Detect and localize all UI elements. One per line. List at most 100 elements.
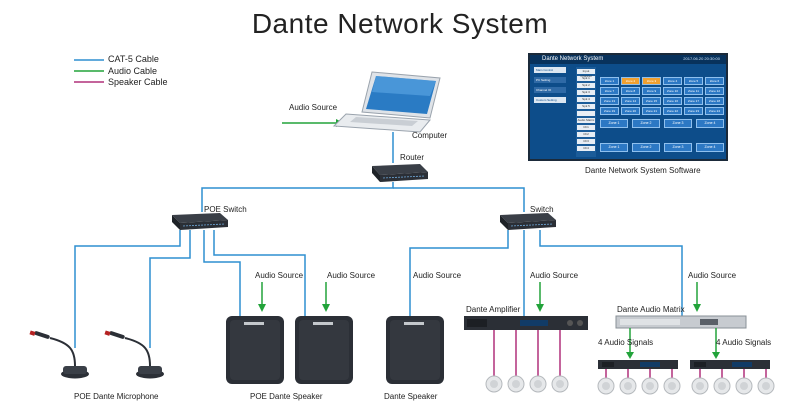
software-list-item: Spk 2 [577, 83, 595, 88]
software-zone-button: Zone 3 [664, 119, 692, 128]
ceiling-speaker-icon [663, 377, 681, 395]
arrow-icon [536, 304, 544, 312]
router-label: Router [400, 153, 425, 162]
software-list-item: Spk 5 [577, 104, 595, 109]
cat5-poe-mic1 [74, 230, 181, 348]
arrow-icon [258, 304, 266, 312]
computer-label: Computer [412, 131, 448, 140]
software-sidebar-item: Channel IO [534, 87, 566, 93]
cat5-poe-mic2 [149, 230, 191, 348]
software-zone-button: Zone 1 [600, 77, 619, 85]
arrow-icon [693, 304, 701, 312]
software-zone-button: Zone 5 [684, 77, 703, 85]
speaker-icon [386, 316, 444, 384]
software-titlebar: Dante Network System 2017.06.20 20:30:00 [530, 55, 726, 64]
cat5-switch-matrix [539, 230, 683, 316]
software-list-item: Ch2 [577, 132, 595, 137]
software-zone-button: Zone 17 [684, 97, 703, 105]
legend-label-speaker: Speaker Cable [108, 77, 168, 87]
router-icon [372, 164, 428, 182]
software-sidebar-item: PC Setting [534, 77, 566, 83]
software-caption: Dante Network System Software [585, 166, 701, 175]
software-zone-button: Zone 18 [705, 97, 724, 105]
arrow-icon [322, 304, 330, 312]
ceiling-speaker-icon [691, 377, 709, 395]
switch-label: Switch [530, 205, 554, 214]
switch-icon [500, 213, 556, 230]
software-zone-button: Zone 24 [705, 107, 724, 115]
cat5-poe-spk2 [213, 230, 306, 316]
arrow-icon [712, 352, 720, 359]
software-zone-button: Zone 3 [642, 77, 661, 85]
software-list-item: Audio Matrix [577, 118, 595, 123]
arrow-icon [626, 352, 634, 359]
speaker-icon [226, 316, 284, 384]
ceiling-speaker-icon [619, 377, 637, 395]
audio-signals-label: 4 Audio Signals [598, 338, 654, 347]
legend-label-cat5: CAT-5 Cable [108, 54, 159, 64]
software-zone-button: Zone 2 [632, 119, 660, 128]
cat5-router-branch [201, 182, 394, 212]
software-zone-button: Zone 19 [600, 107, 619, 115]
software-zone-button: Zone 6 [705, 77, 724, 85]
software-screenshot: Dante Network System 2017.06.20 20:30:00… [528, 53, 728, 161]
ceiling-speaker-icon [529, 375, 547, 393]
software-list-item: Spk 4 [577, 97, 595, 102]
software-zone-button: Zone 10 [663, 87, 682, 95]
software-zone-button: Zone 16 [663, 97, 682, 105]
software-sidebar: Main Control PC Setting Channel IO Custo… [534, 67, 566, 113]
software-zone-button: Zone 7 [600, 87, 619, 95]
software-zone-button: Zone 4 [696, 143, 724, 152]
microphone-icon [104, 330, 164, 379]
computer-icon [332, 71, 441, 133]
cat5-poe-spk1 [203, 230, 241, 316]
software-list-item: Ch1 [577, 125, 595, 130]
software-list-item: Ch4 [577, 146, 595, 151]
software-list-item [577, 111, 595, 116]
audio-source-label: Audio Source [327, 271, 376, 280]
amplifier-icon [464, 316, 588, 330]
ceiling-speaker-icon [597, 377, 615, 395]
audio-source-label: Audio Source [530, 271, 579, 280]
poe-dante-speaker-label: POE Dante Speaker [250, 392, 323, 401]
amplifier-icon [598, 360, 678, 369]
microphone-icon [29, 330, 89, 379]
software-zone-button: Zone 15 [642, 97, 661, 105]
software-zone-button: Zone 4 [663, 77, 682, 85]
poe-switch-label: POE Switch [204, 205, 247, 214]
ceiling-speaker-icon [507, 375, 525, 393]
software-zone-button: Zone 13 [600, 97, 619, 105]
audio-source-label: Audio Source [289, 103, 338, 112]
software-zone-button: Zone 12 [705, 87, 724, 95]
software-zone-button: Zone 2 [621, 77, 640, 85]
audio-source-label: Audio Source [413, 271, 462, 280]
software-list-item: Spk 3 [577, 90, 595, 95]
dante-speaker-label: Dante Speaker [384, 392, 438, 401]
software-list-item: Input Channel [577, 69, 595, 78]
software-zone-button: Zone 8 [621, 87, 640, 95]
ceiling-speaker-icon [735, 377, 753, 395]
amplifier-icon [690, 360, 770, 369]
software-zone-button: Zone 3 [664, 143, 692, 152]
software-channel-list: Input ChannelSpk 1 Spk 2 Spk 3 Spk 4 Spk 5 Au… [576, 67, 596, 157]
software-zone-button: Zone 4 [696, 119, 724, 128]
speaker-icon [295, 316, 353, 384]
software-zone-button: Zone 22 [663, 107, 682, 115]
software-zone-button: Zone 21 [642, 107, 661, 115]
software-sidebar-item: Custom Setting [534, 97, 566, 103]
poe-dante-microphone-label: POE Dante Microphone [74, 392, 159, 401]
legend-label-audio: Audio Cable [108, 66, 158, 76]
cat5-router-switch [393, 187, 525, 212]
dante-amplifier-label: Dante Amplifier [466, 305, 521, 314]
poe-switch-icon [172, 213, 228, 230]
audio-matrix-icon [615, 315, 747, 329]
ceiling-speaker-icon [713, 377, 731, 395]
ceiling-speaker-icon [551, 375, 569, 393]
software-list-item: Spk 1 [577, 76, 595, 81]
audio-signals-label: 4 Audio Signals [716, 338, 772, 347]
software-zone-button: Zone 14 [621, 97, 640, 105]
audio-source-label: Audio Source [688, 271, 737, 280]
